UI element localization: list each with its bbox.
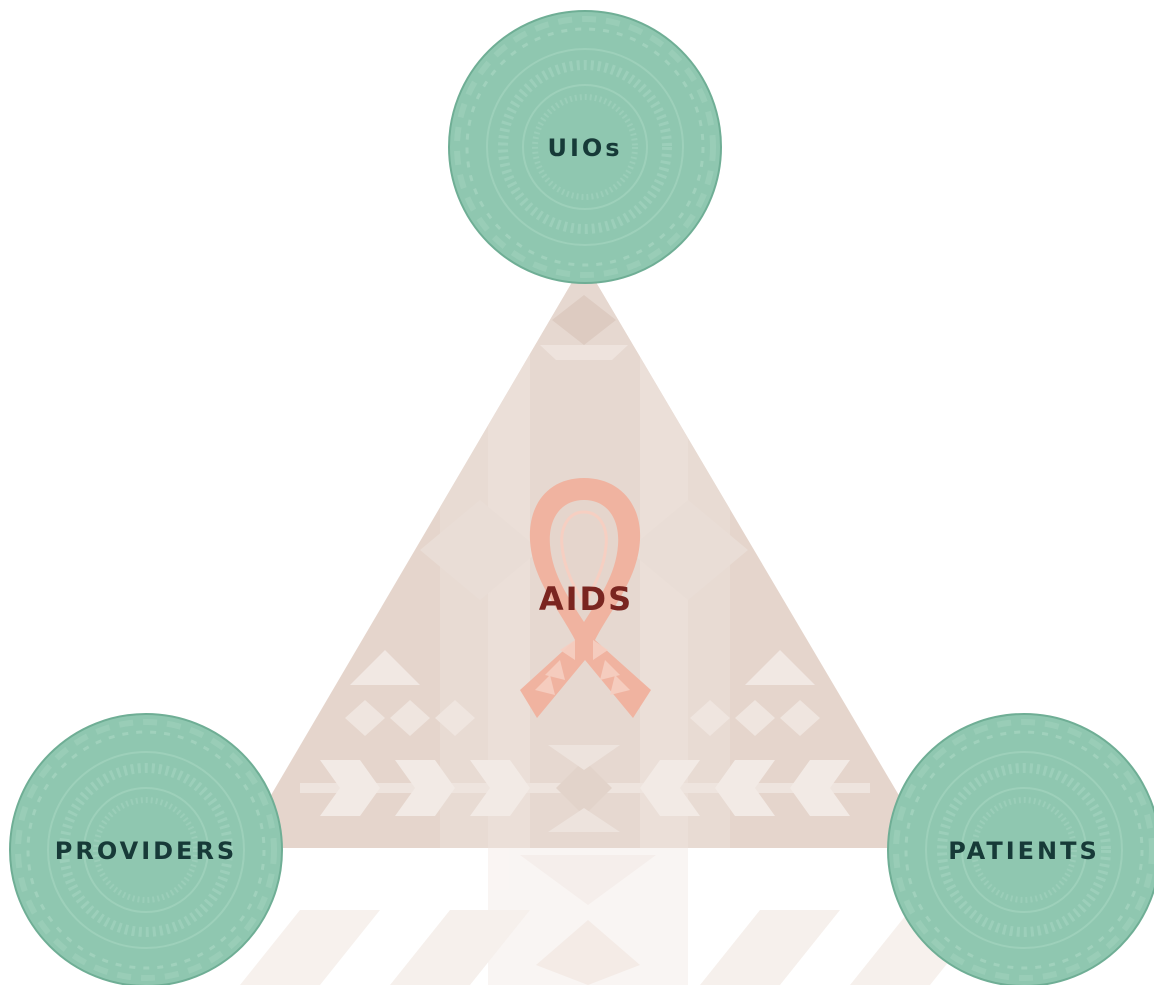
node-providers-label: PROVIDERS bbox=[55, 837, 237, 865]
awareness-ribbon-icon bbox=[520, 478, 651, 718]
node-uios-circle bbox=[448, 10, 722, 284]
node-uios: UIOs bbox=[448, 10, 722, 284]
node-uios-label: UIOs bbox=[547, 134, 622, 162]
bottom-background-pattern bbox=[240, 848, 990, 985]
node-patients: PATIENTS bbox=[887, 713, 1154, 985]
center-label: AIDS bbox=[539, 580, 633, 618]
node-providers: PROVIDERS bbox=[9, 713, 283, 985]
node-patients-label: PATIENTS bbox=[948, 837, 1100, 865]
node-providers-circle bbox=[9, 713, 283, 985]
